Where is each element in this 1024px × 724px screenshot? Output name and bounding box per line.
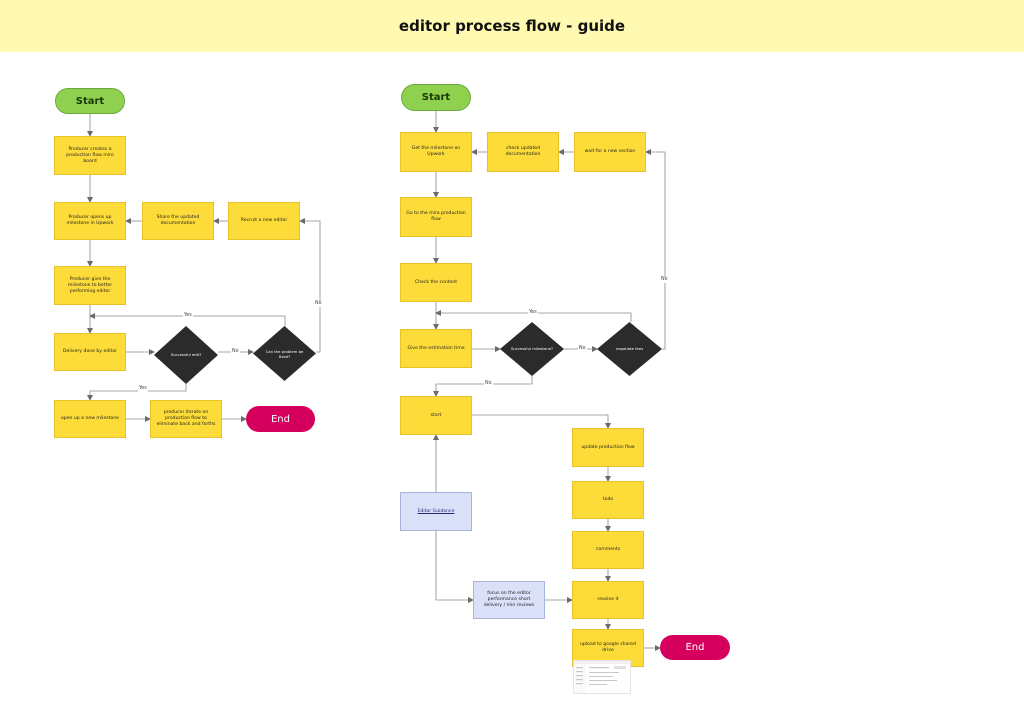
right-focus-note[interactable]: focus on the editor performance short de… xyxy=(473,581,545,619)
right-go-miro-label: Go to the miro production flow xyxy=(405,211,467,223)
left-open-new-step[interactable]: open up a new milestone xyxy=(54,400,126,438)
left-end-terminal[interactable]: End xyxy=(246,406,315,432)
right-check-docs-step[interactable]: check updated documentation xyxy=(487,132,559,172)
right-check-docs-label: check updated documentation xyxy=(492,146,554,158)
left-producer-give-label: Producer give the milestone to better pe… xyxy=(59,277,121,295)
left-producer-iterate-label: producer iterate on production flow to e… xyxy=(155,410,217,428)
edge-right-no-to-wait xyxy=(646,152,665,349)
right-resolve-step[interactable]: resolve it xyxy=(572,581,644,619)
left-open-new-label: open up a new milestone xyxy=(61,416,119,422)
right-end-label: End xyxy=(685,642,704,653)
right-update-flow-label: update production flow xyxy=(581,445,634,451)
left-successful-edit-label: Successful edit? xyxy=(164,343,209,366)
right-successful-milestone-decision[interactable]: Successful milestone? xyxy=(500,322,564,376)
right-editor-guidance-note[interactable]: Editor Guidance xyxy=(400,492,472,531)
left-producer-give-step[interactable]: Producer give the milestone to better pe… xyxy=(54,266,126,305)
right-negotiate-fees-label: negotiate fees xyxy=(607,338,653,360)
right-comments-label: comments xyxy=(596,547,620,553)
left-start-label: Start xyxy=(76,96,104,107)
left-can-fix-decision[interactable]: Can the problem be fixed? xyxy=(253,326,316,381)
right-start-terminal[interactable]: Start xyxy=(401,84,471,111)
left-successful-edit-decision[interactable]: Successful edit? xyxy=(154,326,218,384)
right-check-content-label: Check the content xyxy=(415,280,457,286)
left-delivery-label: Delivery done by editor xyxy=(63,349,117,355)
right-comments-step[interactable]: comments xyxy=(572,531,644,569)
right-label-no-right: No xyxy=(660,277,669,283)
left-recruit-label: Recruit a new editor xyxy=(241,218,287,224)
right-give-estimation-step[interactable]: Give the estimation time xyxy=(400,329,472,368)
embedded-screenshot-thumbnail[interactable] xyxy=(573,660,631,694)
right-todo-label: todo xyxy=(603,497,613,503)
left-label-no-mid: No xyxy=(231,349,240,355)
left-producer-opens-label: Producer opens up milestone in Upwork xyxy=(59,215,121,227)
left-end-label: End xyxy=(271,414,290,425)
editor-guidance-link[interactable]: Editor Guidance xyxy=(418,509,455,515)
right-focus-label: focus on the editor performance short de… xyxy=(478,591,540,609)
left-start-terminal[interactable]: Start xyxy=(55,88,125,114)
right-successful-milestone-label: Successful milestone? xyxy=(510,338,555,360)
edge-right-guidance-to-focus xyxy=(436,531,473,600)
left-share-docs-step[interactable]: Share the updated documentation xyxy=(142,202,214,240)
edge-right-start-to-update xyxy=(472,415,608,428)
left-label-yes-bottom: Yes xyxy=(138,386,148,392)
right-end-terminal[interactable]: End xyxy=(660,635,730,660)
right-start-label: Start xyxy=(422,92,450,103)
right-upload-label: upload to google shared drive xyxy=(577,642,639,654)
right-start-task-step[interactable]: start xyxy=(400,396,472,435)
right-give-estimation-label: Give the estimation time xyxy=(407,346,464,352)
right-get-milestone-label: Get the milestone on Upwork xyxy=(405,146,467,158)
right-start-task-label: start xyxy=(431,413,442,419)
left-label-yes-top: Yes xyxy=(183,313,193,319)
left-can-fix-label: Can the problem be fixed? xyxy=(262,343,306,365)
right-update-flow-step[interactable]: update production flow xyxy=(572,428,644,467)
left-producer-opens-step[interactable]: Producer opens up milestone in Upwork xyxy=(54,202,126,240)
left-share-docs-label: Share the updated documentation xyxy=(147,215,209,227)
left-label-no-right: No xyxy=(314,301,323,307)
right-negotiate-fees-decision[interactable]: negotiate fees xyxy=(597,322,662,376)
left-producer-iterate-step[interactable]: producer iterate on production flow to e… xyxy=(150,400,222,438)
left-delivery-step[interactable]: Delivery done by editor xyxy=(54,333,126,371)
right-wait-section-step[interactable]: wait for a new section xyxy=(574,132,646,172)
right-get-milestone-step[interactable]: Get the milestone on Upwork xyxy=(400,132,472,172)
right-label-yes-top: Yes xyxy=(528,310,538,316)
right-go-miro-step[interactable]: Go to the miro production flow xyxy=(400,197,472,237)
left-recruit-step[interactable]: Recruit a new editor xyxy=(228,202,300,240)
right-resolve-label: resolve it xyxy=(597,597,618,603)
right-label-no-bottom: No xyxy=(484,381,493,387)
right-todo-step[interactable]: todo xyxy=(572,481,644,519)
thumbnail-graphic xyxy=(574,661,630,693)
left-producer-creates-step[interactable]: Producer creates a production flow miro … xyxy=(54,136,126,175)
right-check-content-step[interactable]: Check the content xyxy=(400,263,472,302)
right-wait-section-label: wait for a new section xyxy=(585,149,636,155)
left-producer-creates-label: Producer creates a production flow miro … xyxy=(59,147,121,165)
right-label-no-mid: No xyxy=(578,346,587,352)
